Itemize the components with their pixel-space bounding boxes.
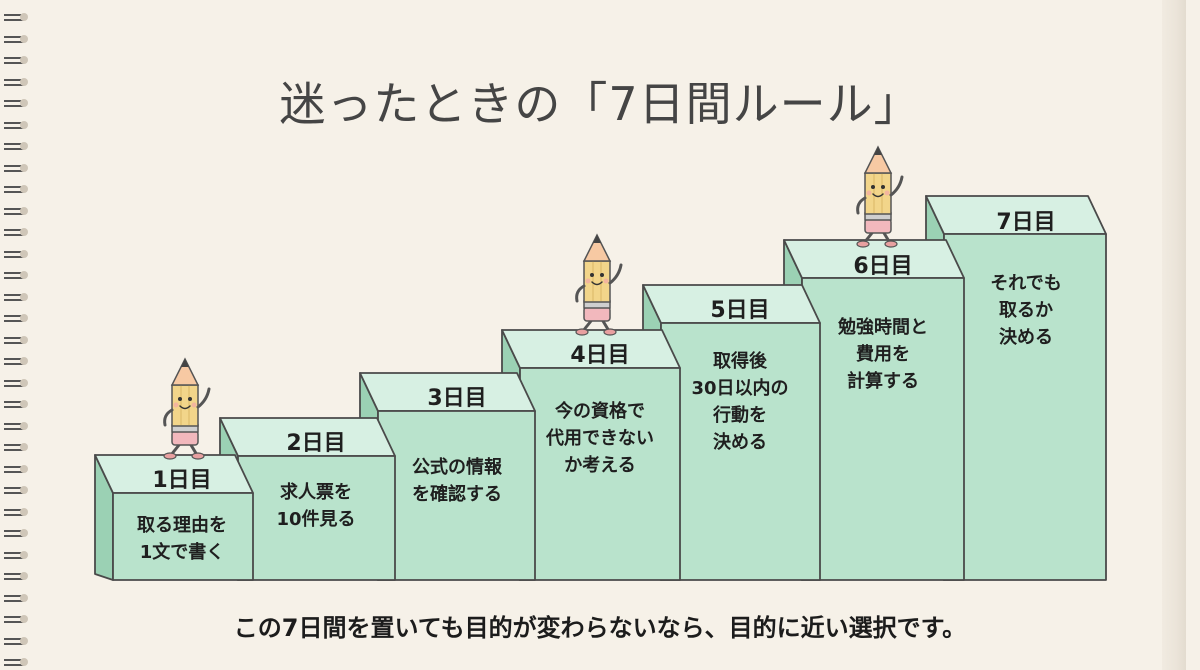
pencil-character-icon (856, 145, 904, 248)
page-edge (1162, 0, 1186, 670)
step-description: 取得後 30日以内の 行動を 決める (691, 351, 789, 453)
step-day-label: 4日目 (570, 343, 630, 368)
binding-hole (20, 77, 28, 86)
page-title: 迷ったときの「7日間ルール」 (279, 77, 921, 131)
binding-hole (20, 228, 28, 236)
step-description: 公式の情報 を確認する (412, 457, 502, 505)
binding-hole (20, 357, 28, 365)
step-description: 取る理由を 1文で書く (137, 515, 227, 563)
step-day-label: 3日目 (427, 386, 487, 411)
step-description: 求人票を 10件見る (276, 482, 356, 530)
pencil-character-icon (575, 233, 623, 336)
binding-hole (20, 636, 28, 645)
step-day-label: 5日目 (710, 298, 770, 323)
binding-hole (20, 400, 28, 408)
binding-hole (20, 99, 28, 107)
binding-hole (20, 507, 28, 516)
binding-hole (20, 13, 28, 21)
binding-hole (20, 142, 28, 150)
step-day-label: 2日目 (286, 431, 346, 456)
binding-hole (20, 572, 28, 580)
step-description: 今の資格で 代用できない か考える (546, 401, 654, 476)
binding-hole (20, 206, 28, 215)
binding-hole (20, 163, 28, 172)
binding-hole (20, 120, 28, 129)
binding-hole (20, 443, 28, 451)
binding-hole (20, 615, 28, 623)
step-day-label: 1日目 (152, 468, 212, 493)
binding-hole (20, 34, 28, 43)
step-day-label: 6日目 (853, 254, 913, 279)
binding-hole (20, 486, 28, 494)
binding-hole (20, 185, 28, 193)
binding-hole (20, 271, 28, 279)
pencil-character-icon (163, 357, 211, 460)
step-description: それでも 取るか 決める (990, 273, 1062, 348)
footer-note: この7日間を置いても目的が変わらないなら、目的に近い選択です。 (233, 614, 967, 642)
binding-hole (20, 378, 28, 387)
binding-hole (20, 335, 28, 344)
step-day-label: 7日目 (996, 210, 1056, 235)
step-front-face (112, 492, 254, 581)
binding-hole (20, 314, 28, 322)
step-description: 勉強時間と 費用を 計算する (838, 317, 928, 392)
binding-hole (20, 249, 28, 258)
binding-hole (20, 550, 28, 559)
binding-hole (20, 421, 28, 430)
binding-hole (20, 529, 28, 537)
binding-hole (20, 292, 28, 301)
spiral-binding (0, 0, 40, 670)
binding-hole (20, 464, 28, 473)
binding-hole (20, 593, 28, 602)
binding-hole (20, 56, 28, 64)
binding-hole (20, 658, 28, 666)
